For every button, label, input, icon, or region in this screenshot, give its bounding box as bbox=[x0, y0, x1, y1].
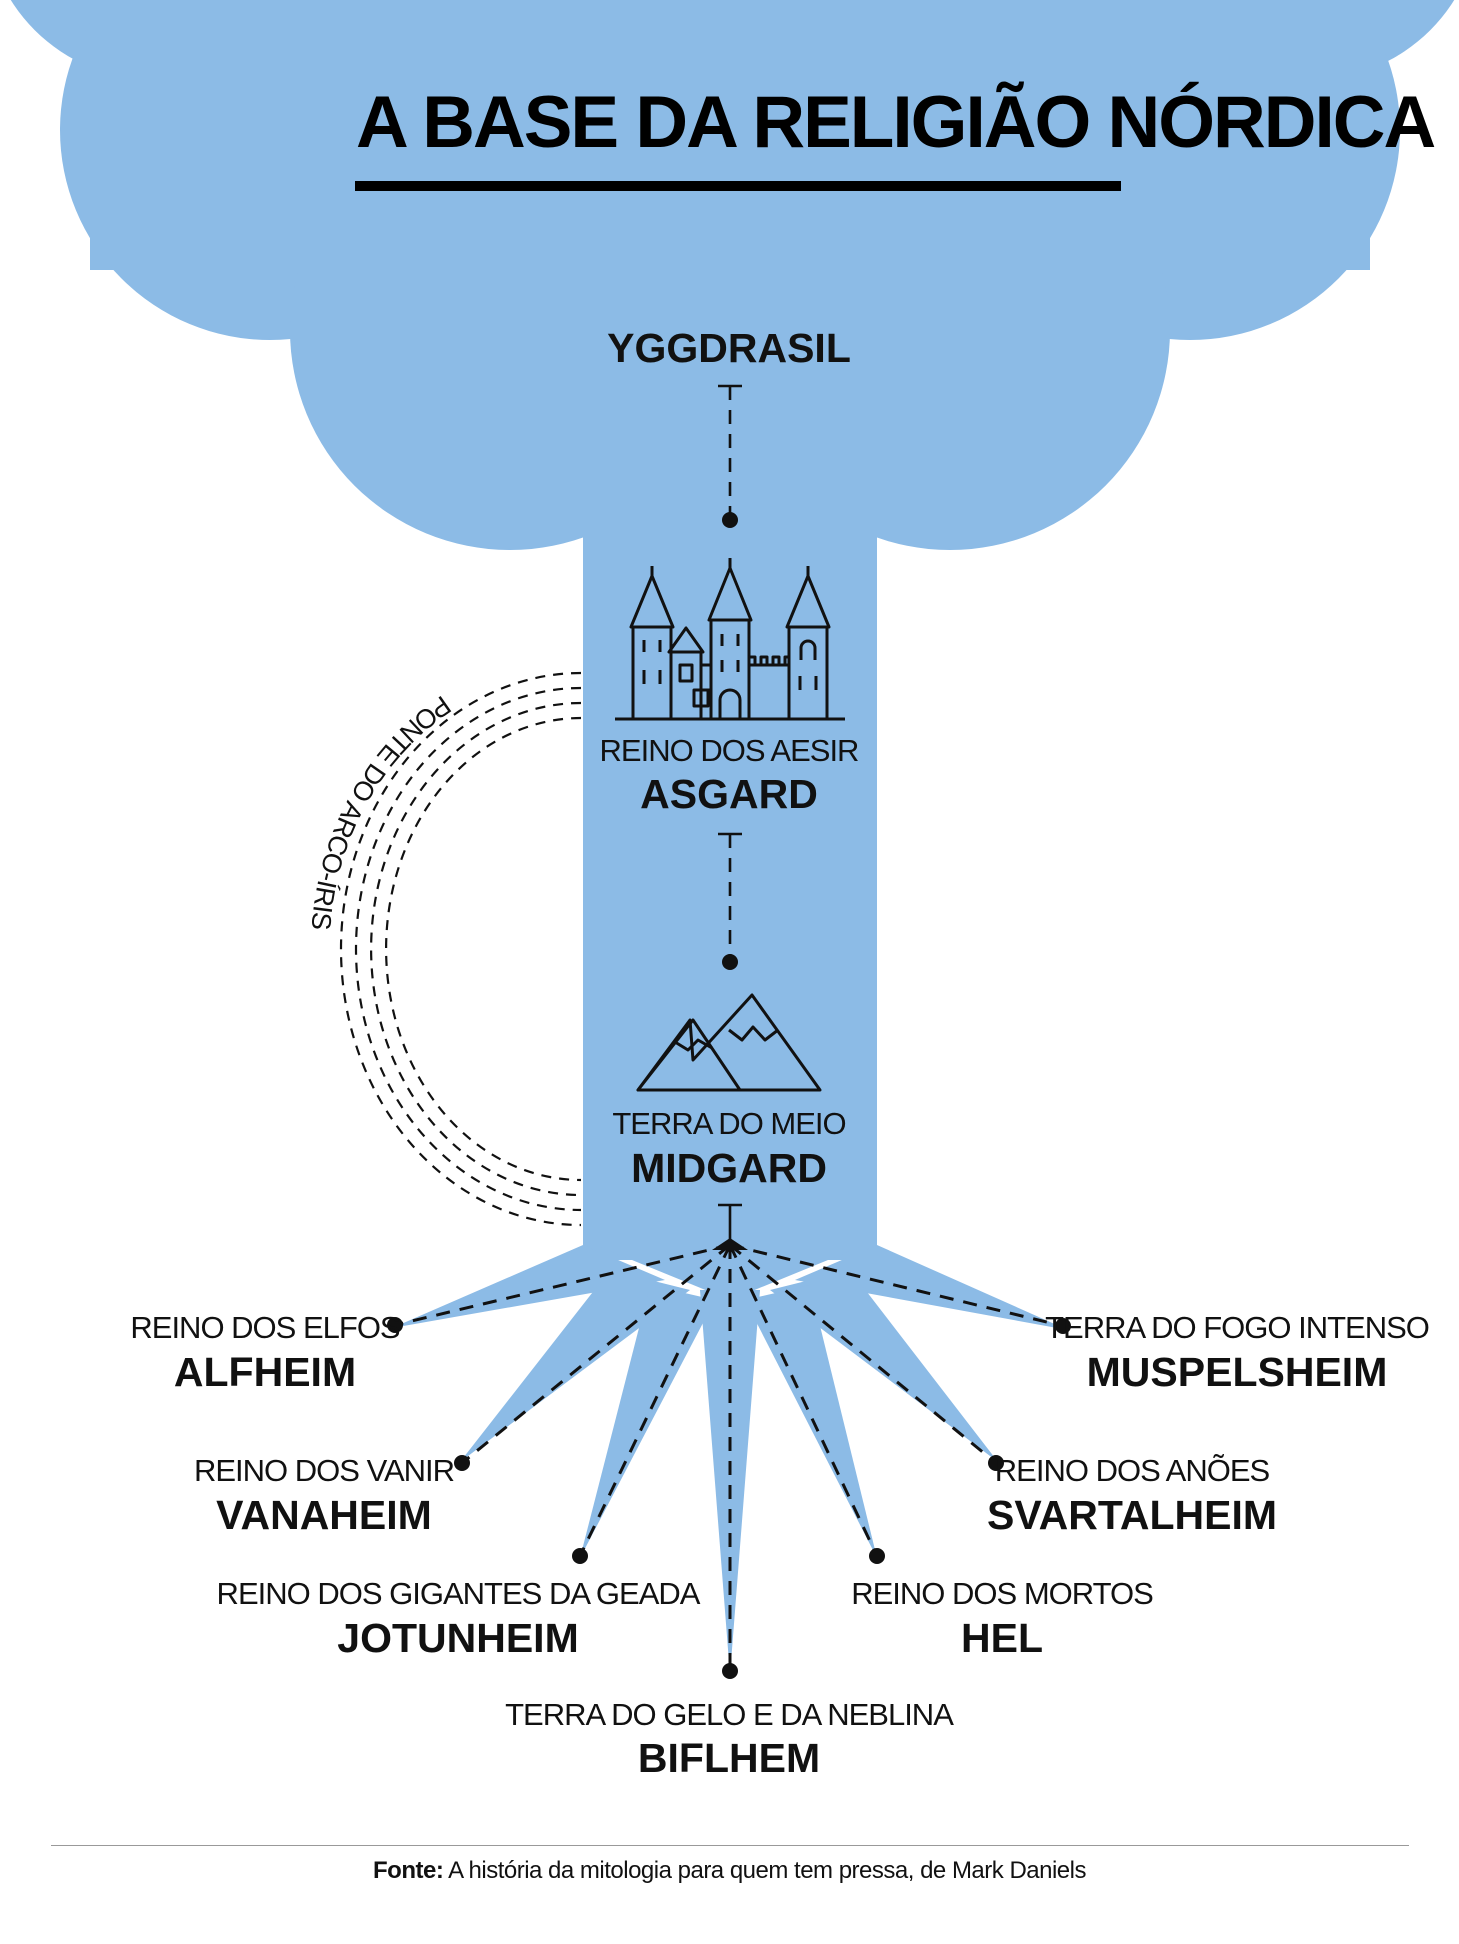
title-underline bbox=[355, 181, 1121, 191]
root-node-svartalheim bbox=[988, 1455, 1004, 1471]
source-label: Fonte: bbox=[373, 1857, 444, 1884]
rainbow-bridge-label: PONTE DO ARCO-ÍRIS bbox=[306, 690, 457, 931]
realm-alfheim-sub: REINO DOS ELFOS bbox=[130, 1310, 400, 1345]
realm-muspelsheim-sub: TERRA DO FOGO INTENSO bbox=[1045, 1310, 1430, 1345]
footer-divider bbox=[51, 1845, 1409, 1846]
castle-icon bbox=[615, 558, 845, 721]
rainbow-bridge bbox=[339, 671, 582, 1227]
root-line-jotunheim bbox=[578, 1244, 732, 1557]
source-credit: Fonte: A história da mitologia para quem… bbox=[0, 1857, 1459, 1885]
root-hub bbox=[712, 1238, 748, 1250]
root-line-hel bbox=[728, 1244, 879, 1557]
mountains-icon bbox=[636, 993, 822, 1092]
realm-midgard-sub: TERRA DO MEIO bbox=[612, 1106, 846, 1141]
realm-jotunheim-sub: REINO DOS GIGANTES DA GEADA bbox=[216, 1576, 701, 1611]
root-line-svartalheim bbox=[729, 1243, 997, 1465]
root-line-alfheim bbox=[394, 1243, 731, 1327]
realm-vanaheim-name: VANAHEIM bbox=[216, 1492, 432, 1538]
realm-vanaheim-sub: REINO DOS VANIR bbox=[193, 1453, 455, 1488]
realm-biflhem-name: BIFLHEM bbox=[637, 1735, 821, 1781]
realm-muspelsheim-name: MUSPELSHEIM bbox=[1086, 1349, 1388, 1395]
connectors bbox=[718, 384, 742, 1240]
tree-name: YGGDRASIL bbox=[607, 325, 851, 371]
root-line-muspelsheim bbox=[729, 1243, 1064, 1328]
realm-asgard-sub: REINO DOS AESIR bbox=[599, 733, 860, 768]
root-node-alfheim bbox=[387, 1317, 403, 1333]
realm-asgard-name: ASGARD bbox=[640, 771, 818, 817]
realm-svartalheim-sub: REINO DOS ANÕES bbox=[994, 1453, 1270, 1488]
root-node-muspelsheim bbox=[1055, 1318, 1071, 1334]
realm-jotunheim-name: JOTUNHEIM bbox=[337, 1615, 579, 1661]
realm-hel-sub: REINO DOS MORTOS bbox=[851, 1576, 1154, 1611]
root-node-jotunheim bbox=[572, 1548, 588, 1564]
realm-midgard-name: MIDGARD bbox=[631, 1145, 827, 1191]
realm-hel-name: HEL bbox=[961, 1615, 1043, 1661]
tree-roots bbox=[392, 1240, 1068, 1675]
page-title: A BASE DA RELIGIÃO NÓRDICA bbox=[356, 82, 1436, 163]
realm-alfheim-name: ALFHEIM bbox=[173, 1349, 357, 1395]
root-node-vanaheim bbox=[454, 1455, 470, 1471]
root-node-hel bbox=[869, 1548, 885, 1564]
root-line-vanaheim bbox=[461, 1243, 731, 1465]
realm-svartalheim-name: SVARTALHEIM bbox=[986, 1492, 1278, 1538]
root-connectors bbox=[387, 1238, 1071, 1679]
realm-biflhem-sub: TERRA DO GELO E DA NEBLINA bbox=[505, 1697, 954, 1732]
root-node-biflhem bbox=[722, 1663, 738, 1679]
source-text: A história da mitologia para quem tem pr… bbox=[443, 1857, 1086, 1884]
